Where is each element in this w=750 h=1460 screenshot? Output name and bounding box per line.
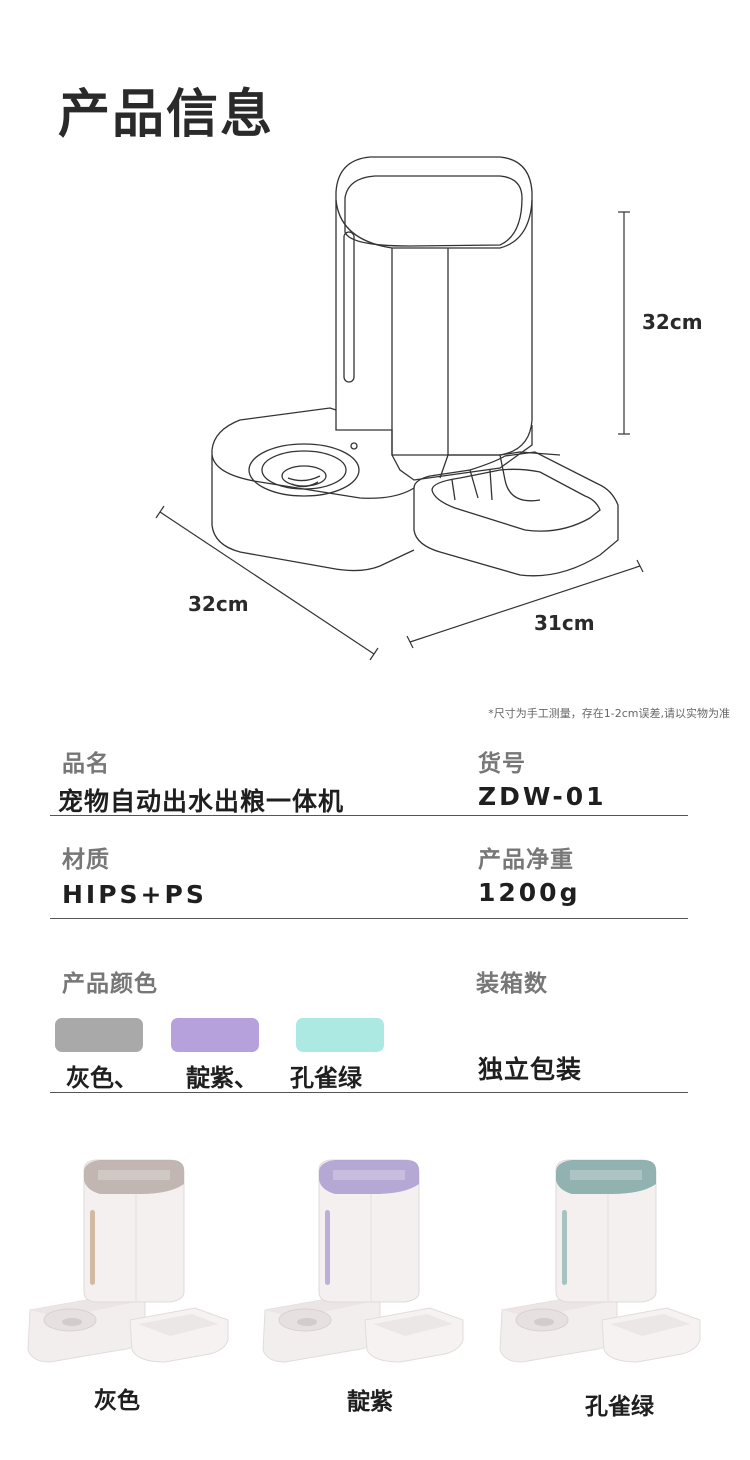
depth-dimension-label: 32cm (188, 592, 249, 616)
packing-label: 装箱数 (476, 971, 548, 997)
color-swatch-purple (171, 1018, 259, 1052)
color-label-purple: 靛紫、 (186, 1064, 258, 1092)
packing-value: 独立包装 (478, 1055, 583, 1084)
color-swatch-gray (55, 1018, 143, 1052)
product-photo-green (499, 1159, 701, 1363)
photo-label-green: 孔雀绿 (585, 1394, 654, 1420)
weight-label: 产品净重 (478, 847, 574, 873)
photo-label-gray: 灰色 (94, 1388, 140, 1414)
color-label: 产品颜色 (62, 971, 158, 997)
page-title: 产品信息 (58, 85, 275, 145)
measurement-note: *尺寸为手工测量，存在1-2cm误差,请以实物为准 (488, 707, 730, 720)
material-label: 材质 (62, 847, 110, 873)
color-swatch-green (296, 1018, 384, 1052)
divider (50, 1092, 688, 1093)
material-value: HIPS+PS (62, 880, 207, 909)
product-line-drawing (155, 156, 644, 661)
divider (50, 815, 688, 816)
code-value: ZDW-01 (478, 782, 607, 811)
divider (50, 918, 688, 919)
weight-value: 1200g (478, 878, 581, 907)
code-label: 货号 (478, 751, 526, 777)
product-photo-purple (262, 1159, 464, 1363)
photo-label-purple: 靛紫 (347, 1389, 393, 1415)
color-label-gray: 灰色、 (66, 1064, 138, 1092)
product-photo-gray (27, 1159, 229, 1363)
color-label-green: 孔雀绿 (290, 1064, 362, 1092)
name-label: 品名 (62, 751, 110, 777)
height-dimension-label: 32cm (642, 310, 703, 334)
name-value: 宠物自动出水出粮一体机 (58, 787, 345, 816)
width-dimension-label: 31cm (534, 611, 595, 635)
